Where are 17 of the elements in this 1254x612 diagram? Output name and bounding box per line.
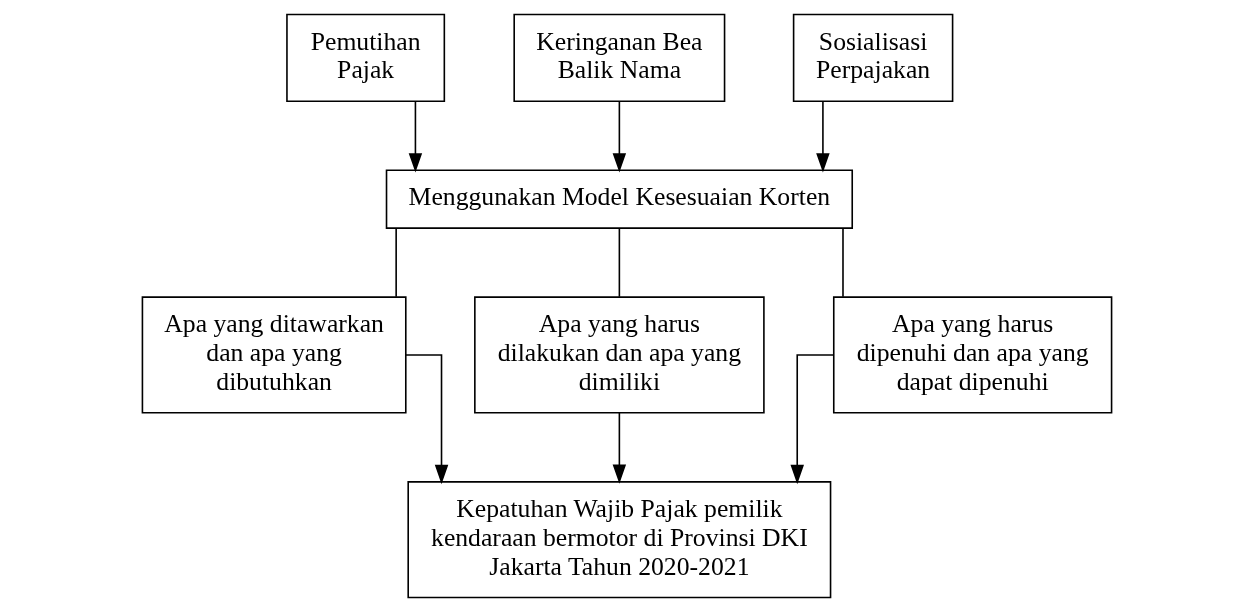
node-box: Apa yang ditawarkan dan apa yang dibutuhkan (141, 296, 407, 414)
connector (842, 227, 844, 298)
arrow (790, 354, 835, 485)
node-box: Menggunakan Model Kesesuaian Korten (385, 169, 854, 229)
connector (618, 227, 621, 298)
node-box: Keringanan Bea Balik Nama (513, 13, 726, 103)
arrow (612, 101, 627, 173)
node-box: Pemutihan Pajak (286, 13, 446, 103)
connector (395, 227, 397, 298)
arrow (612, 412, 627, 484)
arrow (408, 101, 423, 173)
node-box: Kepatuhan Wajib Pajak pemilik kendaraan bermotor di Provinsi DKI Jakarta Tahun 2020-2021 (407, 481, 832, 599)
arrow (405, 354, 449, 485)
node-box: Apa yang harus dilakukan dan apa yang dimiliki (474, 296, 765, 414)
arrow (816, 101, 830, 173)
node-box: Apa yang harus dipenuhi dan apa yang dapat dipenuhi (832, 296, 1113, 414)
node-box: Sosialisasi Perpajakan (792, 13, 954, 103)
